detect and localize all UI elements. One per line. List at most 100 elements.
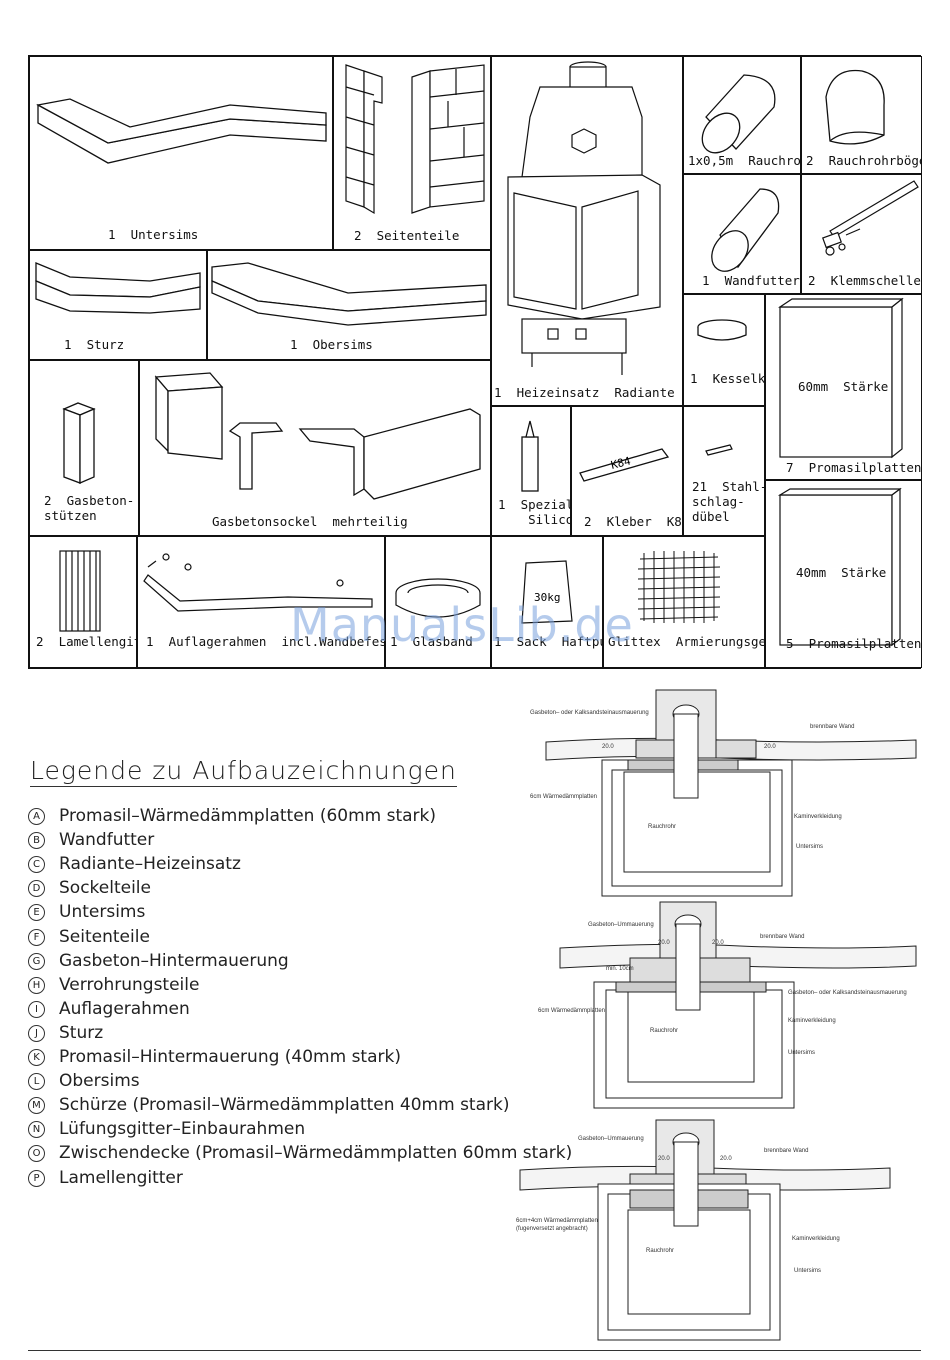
part-lamellengitter: 2 Lamellengitter bbox=[29, 536, 137, 668]
d3-dim-right: 20.0 bbox=[720, 1156, 732, 1162]
armierungsgewebe-drawing bbox=[637, 551, 721, 623]
part-rauchrohrboegen: 2 Rauchrohrbögen bbox=[801, 56, 922, 174]
legend-text: Lamellengitter bbox=[59, 1167, 183, 1188]
label-promasil-60: 7 Promasilplatten bbox=[786, 460, 922, 475]
part-promasil-60: 60mm Stärke 7 Promasilplatten bbox=[765, 294, 922, 480]
promasil-40-drawing bbox=[777, 487, 902, 647]
label-gasbetonstuetzen: 2 Gasbeton- stützen bbox=[44, 493, 135, 523]
bottom-rule bbox=[28, 1350, 921, 1351]
legend-text: Promasil–Hintermauerung (40mm stark) bbox=[59, 1047, 401, 1067]
part-kleber-k84: K84 2 Kleber K84 bbox=[571, 406, 683, 536]
legend-item: O Zwischendecke (Promasil–Wärmedämmplatte… bbox=[28, 1143, 572, 1165]
kesselkitt-drawing bbox=[697, 319, 747, 341]
legend-letter: D bbox=[28, 880, 45, 898]
label-klemmschellen: 2 Klemmschellen bbox=[808, 273, 922, 288]
watermark: ManualsLib.de bbox=[290, 598, 634, 652]
part-auflagerahmen: 1 Auflagerahmen incl.Wandbefestigung bbox=[137, 536, 385, 668]
legend-text: Wandfutter bbox=[59, 830, 155, 851]
d2-dim-left: 20.0 bbox=[658, 940, 670, 946]
d2-right-note: Gasbeton– oder Kalksandsteinausmauerung bbox=[788, 990, 907, 996]
label-lamellengitter: 2 Lamellengitter bbox=[36, 634, 136, 649]
legend-item: C Radiante–Heizeinsatz bbox=[28, 854, 241, 876]
part-klemmschellen: 2 Klemmschellen bbox=[801, 174, 922, 294]
part-promasil-40: 40mm Stärke 5 Promasilplatten bbox=[765, 480, 922, 668]
legend-letter: G bbox=[28, 952, 45, 970]
label-untersims: 1 Untersims bbox=[108, 227, 199, 242]
legend-item: G Gasbeton–Hintermauerung bbox=[28, 951, 289, 973]
diagram-2-drawing bbox=[559, 901, 917, 1109]
part-wandfutter: 1 Wandfutter bbox=[683, 174, 801, 294]
d2-top-right: brennbare Wand bbox=[760, 934, 805, 940]
d1-top-right: brennbare Wand bbox=[810, 724, 855, 730]
label-promasil-40: 5 Promasilplatten bbox=[786, 636, 922, 651]
diagram-1-drawing bbox=[545, 689, 917, 897]
legend-text: Untersims bbox=[59, 902, 146, 923]
promasil-60-drawing bbox=[778, 297, 904, 459]
install-diagram-1: Gasbeton– oder Kalksandsteinausmauerung … bbox=[520, 688, 920, 900]
label-duebel: 21 Stahl- schlag- dübel bbox=[692, 479, 765, 524]
promasil-60-strength: 60mm Stärke bbox=[798, 379, 889, 394]
d1-insulation: 6cm Wärmedämmplatten bbox=[530, 794, 598, 800]
label-silicon: 1 Spezial- Silicon bbox=[498, 497, 570, 527]
obersims-drawing bbox=[211, 262, 487, 326]
d1-pipe: Rauchrohr bbox=[648, 824, 677, 830]
label-haftputz: 1 Sack Haftputz bbox=[494, 634, 602, 649]
d2-cladding: Kaminverkleidung bbox=[788, 1018, 836, 1024]
legend-letter: J bbox=[28, 1024, 45, 1042]
legend-letter: N bbox=[28, 1121, 45, 1139]
legend-letter: I bbox=[28, 1000, 45, 1018]
d3-insulation-note: (fugenversetzt angebracht) bbox=[516, 1226, 588, 1232]
legend-text: Radiante–Heizeinsatz bbox=[59, 854, 241, 875]
part-gasbetonstuetzen: 2 Gasbeton- stützen bbox=[29, 360, 139, 536]
legend-text: Obersims bbox=[59, 1071, 140, 1092]
d2-dim-right: 20.0 bbox=[712, 940, 724, 946]
d1-cladding: Kaminverkleidung bbox=[794, 814, 842, 820]
legend-item: L Obersims bbox=[28, 1071, 140, 1093]
legend-letter: L bbox=[28, 1073, 45, 1091]
d2-pipe: Rauchrohr bbox=[650, 1028, 679, 1034]
label-rauchrohrboegen: 2 Rauchrohrbögen bbox=[806, 153, 922, 168]
heizeinsatz-drawing bbox=[507, 61, 661, 375]
kleber-tag: K84 bbox=[610, 454, 633, 472]
silicon-drawing bbox=[521, 420, 539, 492]
rauchrohr-drawing bbox=[701, 74, 776, 154]
auflagerahmen-drawing bbox=[143, 553, 373, 612]
legend-letter: C bbox=[28, 856, 45, 874]
legend-text: Gasbeton–Hintermauerung bbox=[59, 950, 289, 971]
d1-dim-left: 20.0 bbox=[602, 744, 614, 750]
legend-letter: P bbox=[28, 1169, 45, 1187]
install-diagram-2: Gasbeton–Ummauerung brennbare Wand 20.0 … bbox=[520, 900, 920, 1114]
install-diagram-3: Gasbeton–Ummauerung brennbare Wand 20.0 … bbox=[510, 1118, 920, 1344]
d3-insulation: 6cm+4cm Wärmedämmplatten bbox=[516, 1218, 598, 1224]
glasband-drawing bbox=[395, 578, 481, 618]
legend-item: D Sockelteile bbox=[28, 878, 151, 900]
d3-top-left: Gasbeton–Ummauerung bbox=[578, 1136, 644, 1142]
label-auflagerahmen: 1 Auflagerahmen incl.Wandbefestigung bbox=[146, 634, 384, 649]
label-wandfutter: 1 Wandfutter bbox=[702, 273, 800, 288]
kleber-drawing: K84 bbox=[579, 448, 670, 482]
d1-base: Untersims bbox=[796, 844, 824, 850]
legend-text: Promasil–Wärmedämmplatten (60mm stark) bbox=[59, 806, 437, 826]
label-sturz: 1 Sturz bbox=[64, 337, 125, 352]
legend-text: Zwischendecke (Promasil–Wärmedämmplatten… bbox=[59, 1143, 573, 1164]
part-gasbetonsockel: Gasbetonsockel mehrteilig bbox=[139, 360, 491, 536]
d3-pipe: Rauchrohr bbox=[646, 1248, 675, 1254]
part-heizeinsatz: 1 Heizeinsatz Radiante 800/45 bbox=[491, 56, 683, 406]
gasbetonsockel-drawing bbox=[154, 372, 481, 500]
part-glasband: 1 Glasband bbox=[385, 536, 491, 668]
legend-item: M Schürze (Promasil–Wärmedämmplatten 40mm… bbox=[28, 1095, 509, 1117]
d3-top-right: brennbare Wand bbox=[764, 1148, 809, 1154]
part-kesselkitt: 1 Kesselkitt bbox=[683, 294, 765, 406]
legend-letter: M bbox=[28, 1097, 45, 1115]
legend-letter: O bbox=[28, 1145, 45, 1163]
legend-text: Schürze (Promasil–Wärmedämmplatten 40mm … bbox=[59, 1095, 510, 1116]
legend-text: Sockelteile bbox=[59, 878, 151, 899]
sturz-drawing bbox=[35, 262, 201, 314]
legend-text: Sturz bbox=[59, 1022, 104, 1043]
wandfutter-drawing bbox=[711, 188, 780, 272]
part-rauchrohr: 1x0,5m Rauchrohr bbox=[683, 56, 801, 174]
